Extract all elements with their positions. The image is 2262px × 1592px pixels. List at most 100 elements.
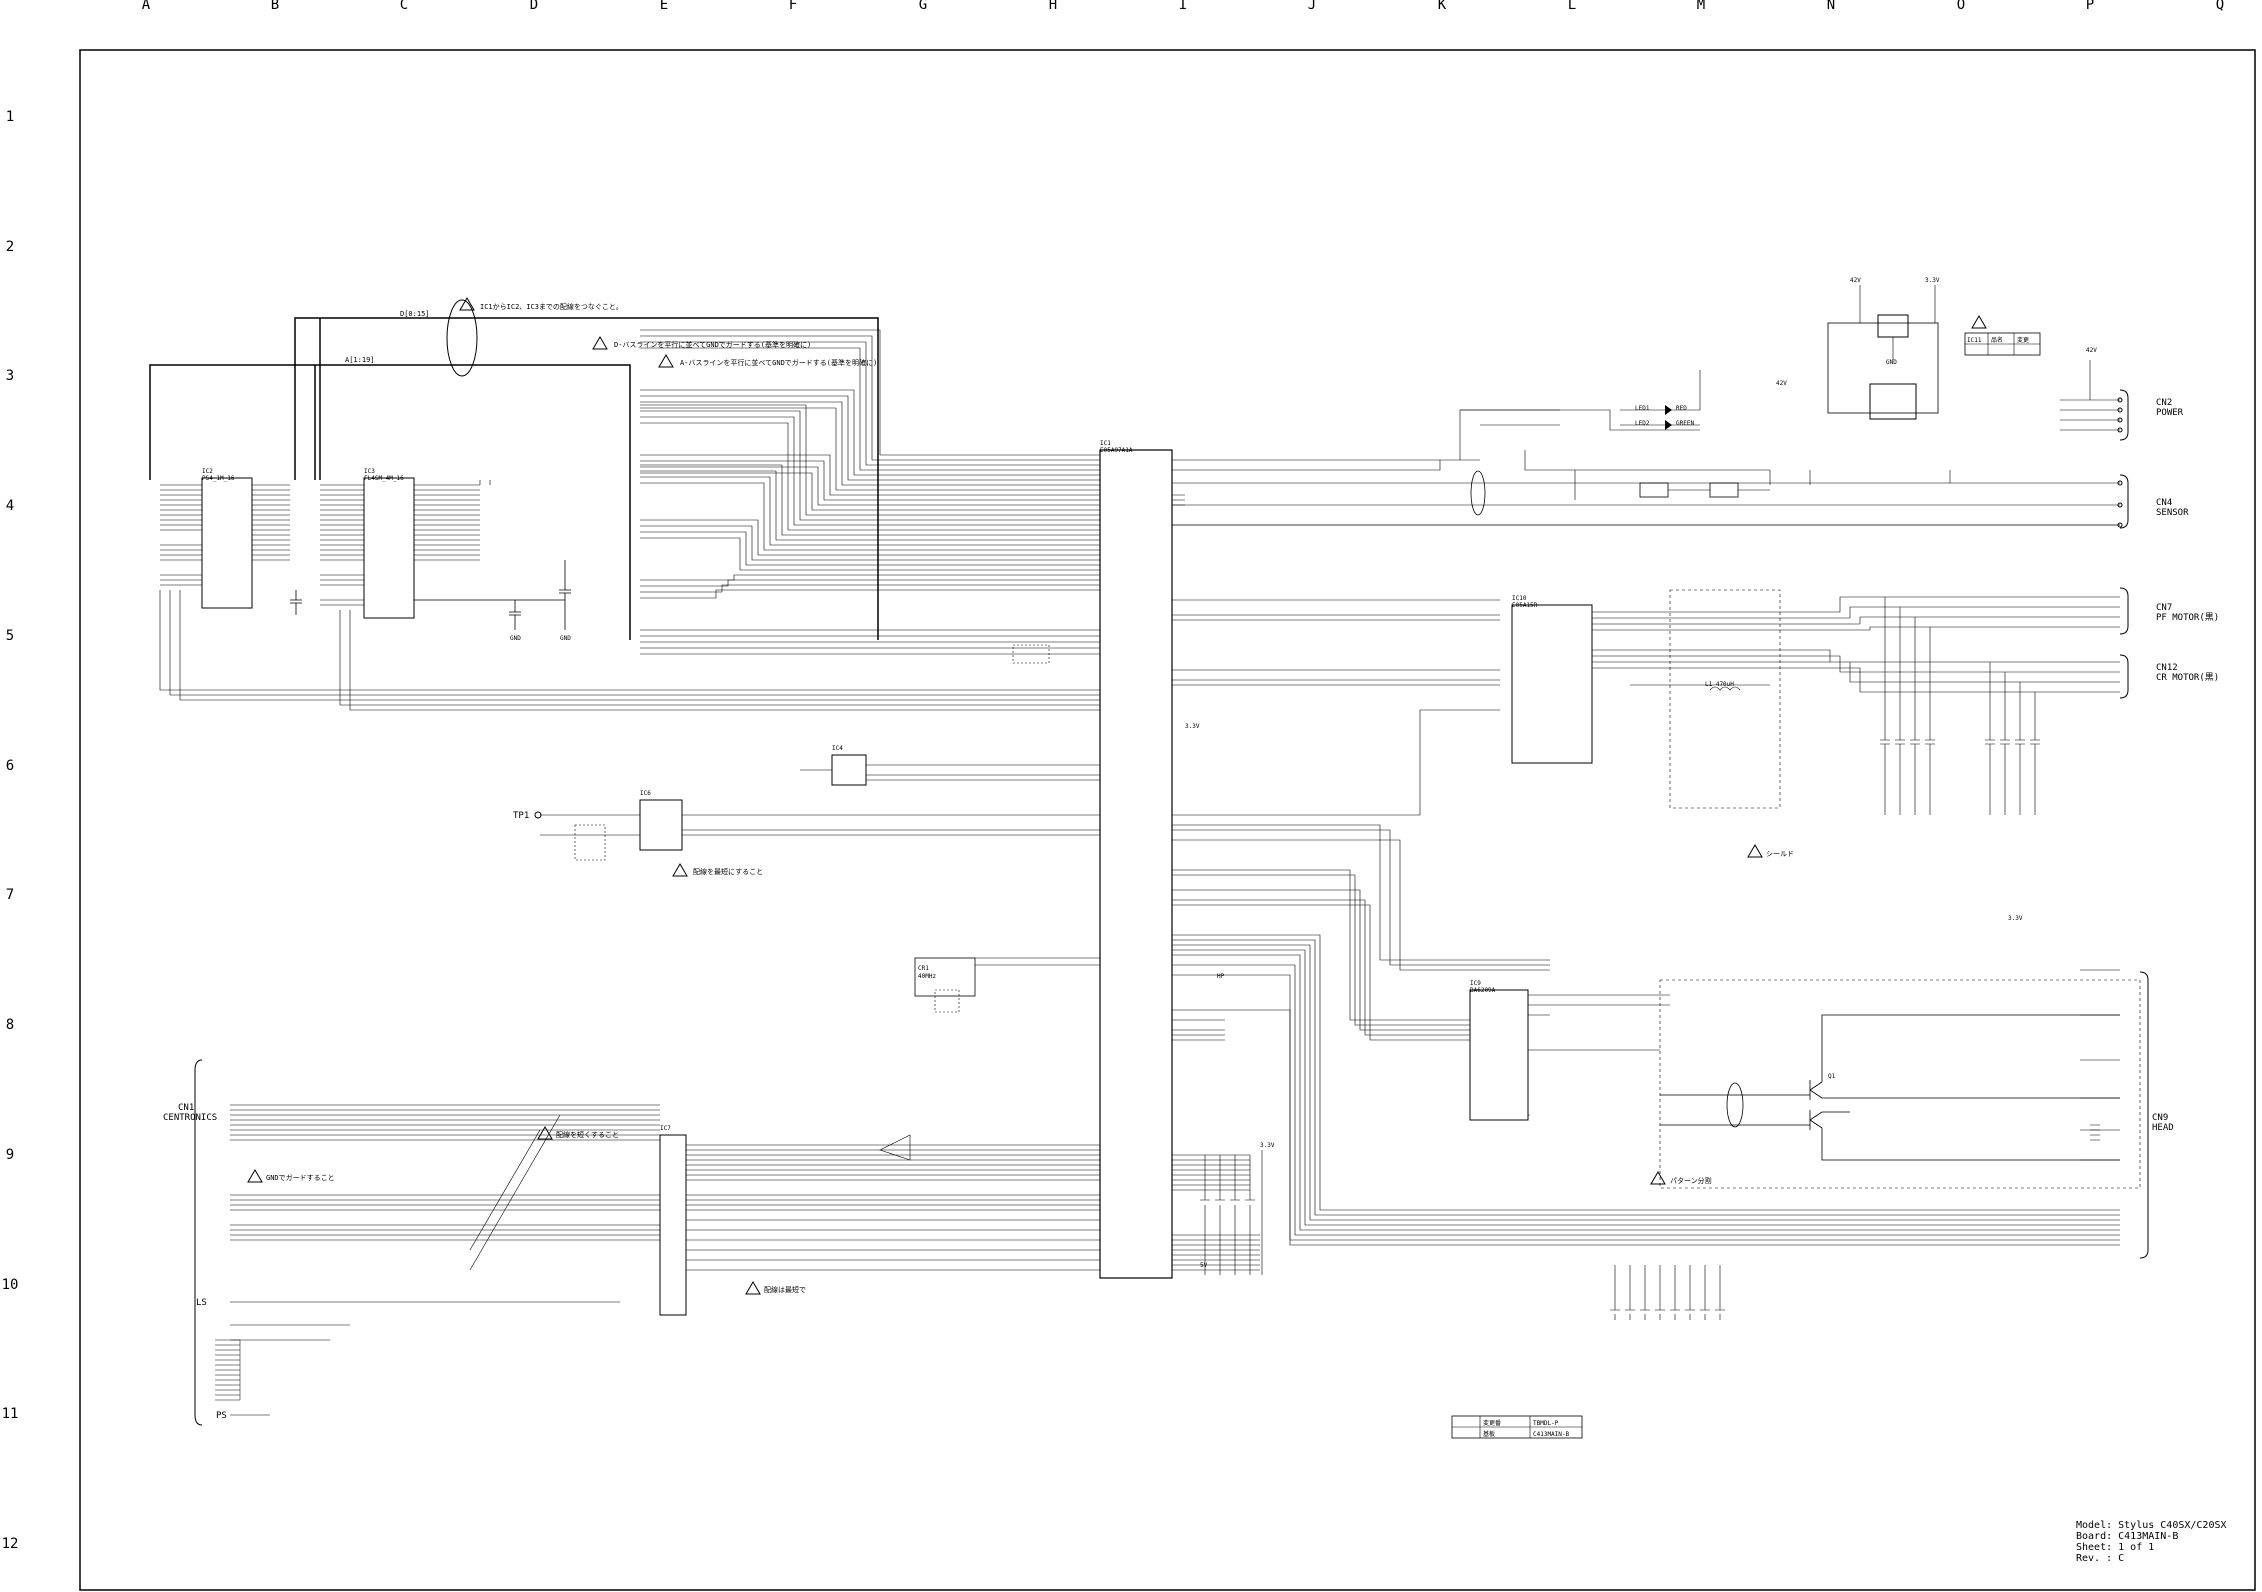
grid-col-b: B [271, 0, 279, 13]
grid-col-h: H [1049, 0, 1057, 13]
grid-row-8: 8 [6, 1017, 14, 1033]
grid-row-5: 5 [6, 628, 14, 644]
note-n5: 配線を短くすること [556, 1130, 619, 1139]
switch-2-icon [1709, 482, 1739, 498]
ic1-right-wires [1172, 409, 2120, 1271]
cn4-sensor [1172, 470, 2129, 529]
title-model: Model: Stylus C40SX/C20SX [2076, 1520, 2227, 1531]
crossover-mark [879, 1134, 911, 1161]
warning-icon [459, 297, 475, 311]
cn1-name: CENTRONICS [163, 1113, 217, 1123]
ic6-opamp: IC6 [540, 790, 1100, 861]
warning-icon [247, 1169, 263, 1183]
ic7-transceiver: IC7 [659, 1125, 1100, 1316]
v33-label: 3.3V [1260, 1142, 1275, 1149]
gnd-label: GND [560, 635, 571, 642]
warning-icon [1971, 315, 1987, 329]
jumper-box [1012, 644, 1050, 664]
bus-loops [149, 317, 879, 640]
cn12-cr-motor [2119, 654, 2129, 699]
grid-col-c: C [400, 0, 408, 13]
inductor-icon [1630, 684, 1770, 691]
svg-text:変更番: 変更番 [1483, 1419, 1501, 1427]
grid-columns: A B C D E F G H I J K L M N O P Q [142, 0, 2224, 13]
warning-icon [592, 336, 608, 350]
note-n6: GNDでガードすること [266, 1173, 335, 1182]
note-n7: 配線は最短で [764, 1285, 806, 1294]
cn2-power [2060, 360, 2129, 441]
cn2-name: POWER [2156, 408, 2184, 418]
svg-text:IC3: IC3 [364, 468, 375, 475]
grid-col-o: O [1957, 0, 1965, 13]
cn4-name: SENSOR [2156, 508, 2189, 518]
grid-col-i: I [1179, 0, 1187, 13]
ic3-memory: IC3 FL4SM_4M_16 [363, 468, 415, 619]
bus-wires [159, 329, 1100, 711]
sheet-border [79, 49, 2256, 1591]
svg-text:E05A97A1A: E05A97A1A [1100, 447, 1133, 454]
power-table: IC11 品名 変更 [1964, 315, 2041, 356]
grid-col-e: E [660, 0, 668, 13]
cn1-ref: CN1 [178, 1103, 194, 1113]
cn9-ref: CN9 [2152, 1113, 2168, 1123]
svg-text:IC11: IC11 [1967, 337, 1982, 344]
svg-text:C413MAIN-B: C413MAIN-B [1533, 1431, 1570, 1438]
ic1-asic: IC1 E05A97A1A [1099, 440, 1173, 1279]
v33-label: 3.3V [1185, 723, 1200, 730]
grid-row-7: 7 [6, 887, 14, 903]
svg-text:BA6209A: BA6209A [1470, 987, 1496, 994]
svg-text:IC9: IC9 [1470, 980, 1481, 987]
grid-rows: 1 2 3 4 5 6 7 8 9 10 11 12 [2, 109, 19, 1552]
gnd-label: GND [510, 635, 521, 642]
power-regulator [1827, 285, 1939, 420]
bus-cross-ellipse [446, 299, 478, 377]
cn12-name: CR MOTOR(黒) [2156, 672, 2219, 683]
svg-text:IC1: IC1 [1100, 440, 1111, 447]
memory-pins [160, 480, 491, 606]
grid-row-2: 2 [6, 239, 14, 255]
grid-row-4: 4 [6, 498, 14, 514]
title-block: Model: Stylus C40SX/C20SX Board: C413MAI… [2076, 1520, 2227, 1564]
grid-col-k: K [1438, 0, 1447, 13]
svg-text:CR1: CR1 [918, 965, 929, 972]
note-n9: シールド [1766, 850, 1794, 858]
ic10-motor-driver: IC10 E05A15R [1511, 595, 1593, 764]
cn7-ref: CN7 [2156, 603, 2172, 613]
ic9-head-driver: IC9 BA6209A [1469, 980, 1670, 1121]
ic2-memory: IC2 PS4_1M_16 [201, 468, 253, 609]
revision-table: 変更番 TBMDL-P 基板 C413MAIN-B [1451, 1415, 1583, 1439]
cn7-pf-motor [2119, 587, 2129, 635]
led-green-label: GREEN [1676, 420, 1694, 427]
cn1-bracket [194, 1059, 203, 1426]
led-circuit [1460, 370, 1811, 500]
v5-label: 5V [1200, 1262, 1208, 1269]
warning-icon [672, 863, 688, 877]
pattern-ellipse [1726, 1082, 1744, 1128]
hp-label: HP [1217, 973, 1225, 980]
v33-label: 3.3V [1925, 277, 1940, 284]
v42-label: 42V [1776, 380, 1787, 387]
title-rev: Rev. : C [2076, 1553, 2124, 1564]
warning-icon [1650, 1171, 1666, 1185]
head-transistors [1660, 1014, 2120, 1161]
svg-text:IC4: IC4 [832, 745, 843, 752]
ls-label: LS [196, 1298, 207, 1308]
grid-row-6: 6 [6, 758, 14, 774]
motor-wires [1592, 596, 2120, 740]
cn9-bracket [2139, 971, 2149, 1259]
switch-1-icon [1639, 482, 1669, 498]
note-n4: 配線を最短にすること [693, 867, 763, 876]
grid-col-l: L [1568, 0, 1576, 13]
l1-label: L1 470uH [1705, 681, 1734, 688]
note-n2: A-バスラインを平行に並べてGNDでガードする(基準を明確に) [680, 358, 877, 367]
ps-label: PS [216, 1411, 227, 1421]
memory-caps [290, 560, 571, 630]
pattern-ellipse [1470, 470, 1486, 516]
grid-col-p: P [2086, 0, 2094, 13]
grid-col-a: A [142, 0, 151, 13]
warning-icon [1747, 844, 1763, 858]
title-board: Board: C413MAIN-B [2076, 1531, 2178, 1542]
led-icon [1665, 405, 1672, 430]
warning-icon [745, 1281, 761, 1295]
inductor-box [1669, 589, 1781, 809]
